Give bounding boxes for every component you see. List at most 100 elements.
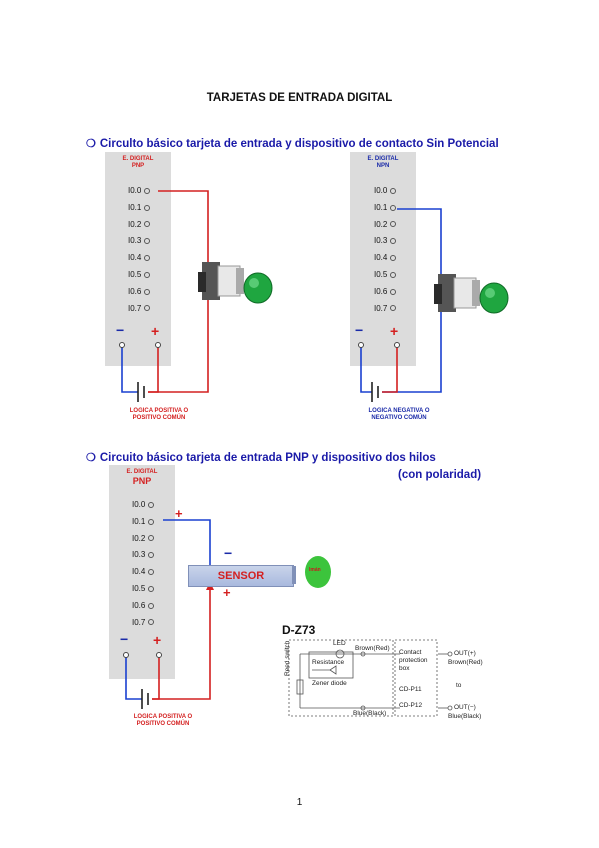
- zener-label: Zener diode: [312, 680, 347, 687]
- input-terminal-label: I0.4: [132, 567, 155, 576]
- input-terminal-label: I0.6: [374, 286, 397, 296]
- card-head-line1: E. DIGITAL: [367, 156, 399, 162]
- terminal-ring-icon: [144, 271, 151, 278]
- card-head: E. DIGITAL PNP: [105, 156, 171, 170]
- input-name: I0.3: [374, 236, 388, 246]
- bullet-icon: ❍: [86, 138, 96, 150]
- out-plus-color: Brown(Red): [448, 659, 483, 666]
- terminal-minus: [123, 652, 129, 658]
- red-wire-plus: [382, 346, 398, 393]
- blue-wire-signal: [163, 519, 211, 565]
- contact-label-3: box: [399, 665, 410, 672]
- input-terminal-label: I0.0: [374, 186, 397, 195]
- red-wire-plus: [148, 346, 159, 393]
- pushbutton-icon: [434, 274, 509, 314]
- input-card-pnp-2: E. DIGITAL PNP: [109, 465, 175, 679]
- input-name: I0.4: [374, 253, 388, 263]
- terminal-ring-icon: [144, 238, 151, 245]
- magnet-icon: [305, 556, 331, 588]
- logic-label-2: LOGICA NEGATIVA O NEGATIVO COMÚN: [344, 408, 454, 422]
- terminal-minus: [358, 342, 364, 348]
- input-name: I0.1: [132, 516, 146, 526]
- input-name: I0.7: [128, 303, 142, 313]
- input-name: I0.0: [374, 186, 388, 195]
- input-name: I0.5: [374, 270, 388, 279]
- section-heading-1: ❍Circulto básico tarjeta de entrada y di…: [86, 137, 499, 150]
- terminal-ring-icon: [148, 518, 155, 525]
- input-name: I0.5: [128, 270, 142, 279]
- input-terminal-label: I0.6: [132, 600, 155, 610]
- minus-sign-sensor: −: [224, 545, 233, 561]
- minus-sign: −: [120, 631, 129, 647]
- contact-label-1: Contact: [399, 649, 422, 656]
- logic-line2: POSITIVO COMÚN: [136, 721, 190, 727]
- card-head-line2: PNP: [132, 476, 152, 486]
- out-minus-color: Blue(Black): [448, 713, 482, 720]
- plus-sign: +: [151, 323, 160, 339]
- terminal-ring-icon: [144, 187, 151, 194]
- input-terminal-label: I0.1: [128, 202, 151, 212]
- out-plus-label: OUT(+): [454, 650, 476, 657]
- cdp11-label: CD-P11: [399, 686, 422, 693]
- circuit-2: [358, 208, 509, 402]
- card-head: E. DIGITAL PNP: [109, 469, 175, 486]
- input-name: I0.0: [132, 500, 146, 509]
- terminal-ring-icon: [144, 204, 151, 211]
- terminal-ring-icon: [390, 271, 397, 278]
- logic-line1: LOGICA NEGATIVA O: [368, 408, 430, 414]
- terminal-plus: [394, 342, 400, 348]
- input-terminal-label: I0.5: [132, 584, 155, 593]
- blue-wire-minus: [121, 346, 138, 393]
- pushbutton-icon: [198, 262, 273, 304]
- terminal-ring-icon: [390, 204, 397, 211]
- input-terminal-label: I0.5: [374, 270, 397, 279]
- input-name: I0.3: [132, 550, 146, 560]
- card-head-line1: E. DIGITAL: [122, 156, 154, 162]
- input-card-npn: E. DIGITAL NPN: [350, 152, 416, 366]
- section-heading-2: ❍Circuito básico tarjeta de entrada PNP …: [86, 451, 436, 464]
- magnet-label: Imán: [309, 567, 321, 573]
- terminal-ring-icon: [148, 501, 155, 508]
- input-name: I0.6: [128, 286, 142, 296]
- section-text-1: Circulto básico tarjeta de entrada y dis…: [99, 138, 499, 150]
- card-head-line2: NPN: [376, 163, 390, 169]
- bullet-icon: ❍: [86, 452, 96, 464]
- terminal-ring-icon: [390, 238, 397, 245]
- plus-sign-signal: +: [175, 506, 183, 521]
- sensor-tip: [292, 566, 296, 584]
- input-terminal-label: I0.2: [128, 219, 151, 229]
- terminal-minus: [119, 342, 125, 348]
- blue-wire-return: [382, 312, 442, 393]
- card-head: E. DIGITAL NPN: [350, 156, 416, 170]
- input-name: I0.2: [128, 219, 142, 229]
- input-terminal-label: I0.2: [132, 533, 155, 543]
- page-title: TARJETAS DE ENTRADA DIGITAL: [206, 92, 393, 104]
- input-terminal-label: I0.7: [128, 303, 151, 313]
- input-name: I0.3: [128, 236, 142, 246]
- input-name: I0.1: [374, 202, 388, 212]
- input-name: I0.6: [132, 600, 146, 610]
- red-wire-supply: [152, 585, 211, 700]
- input-terminal-label: I0.3: [374, 236, 397, 246]
- red-wire-signal: [158, 190, 209, 262]
- logic-line1: LOGICA POSITIVA O: [129, 408, 189, 414]
- section-text-2: Circuito básico tarjeta de entrada PNP y…: [99, 452, 436, 464]
- terminal-ring-icon: [148, 602, 155, 609]
- logic-line2: NEGATIVO COMÚN: [371, 415, 427, 421]
- input-name: I0.1: [128, 202, 142, 212]
- terminal-plus: [156, 652, 162, 658]
- terminal-ring-icon: [148, 569, 155, 576]
- input-terminal-label: I0.0: [128, 186, 151, 195]
- plus-sign: +: [153, 632, 162, 648]
- input-name: I0.2: [132, 533, 146, 543]
- input-name: I0.5: [132, 584, 146, 593]
- brown-red-label: Brown(Red): [355, 645, 390, 652]
- terminal-plus: [155, 342, 161, 348]
- input-name: I0.2: [374, 219, 388, 229]
- input-terminal-label: I0.2: [374, 219, 397, 229]
- terminal-ring-icon: [144, 288, 151, 295]
- blue-wire-minus: [125, 656, 142, 700]
- red-wire-supply: [148, 300, 209, 393]
- input-name: I0.6: [374, 286, 388, 296]
- polarity-note: (con polaridad): [398, 469, 482, 481]
